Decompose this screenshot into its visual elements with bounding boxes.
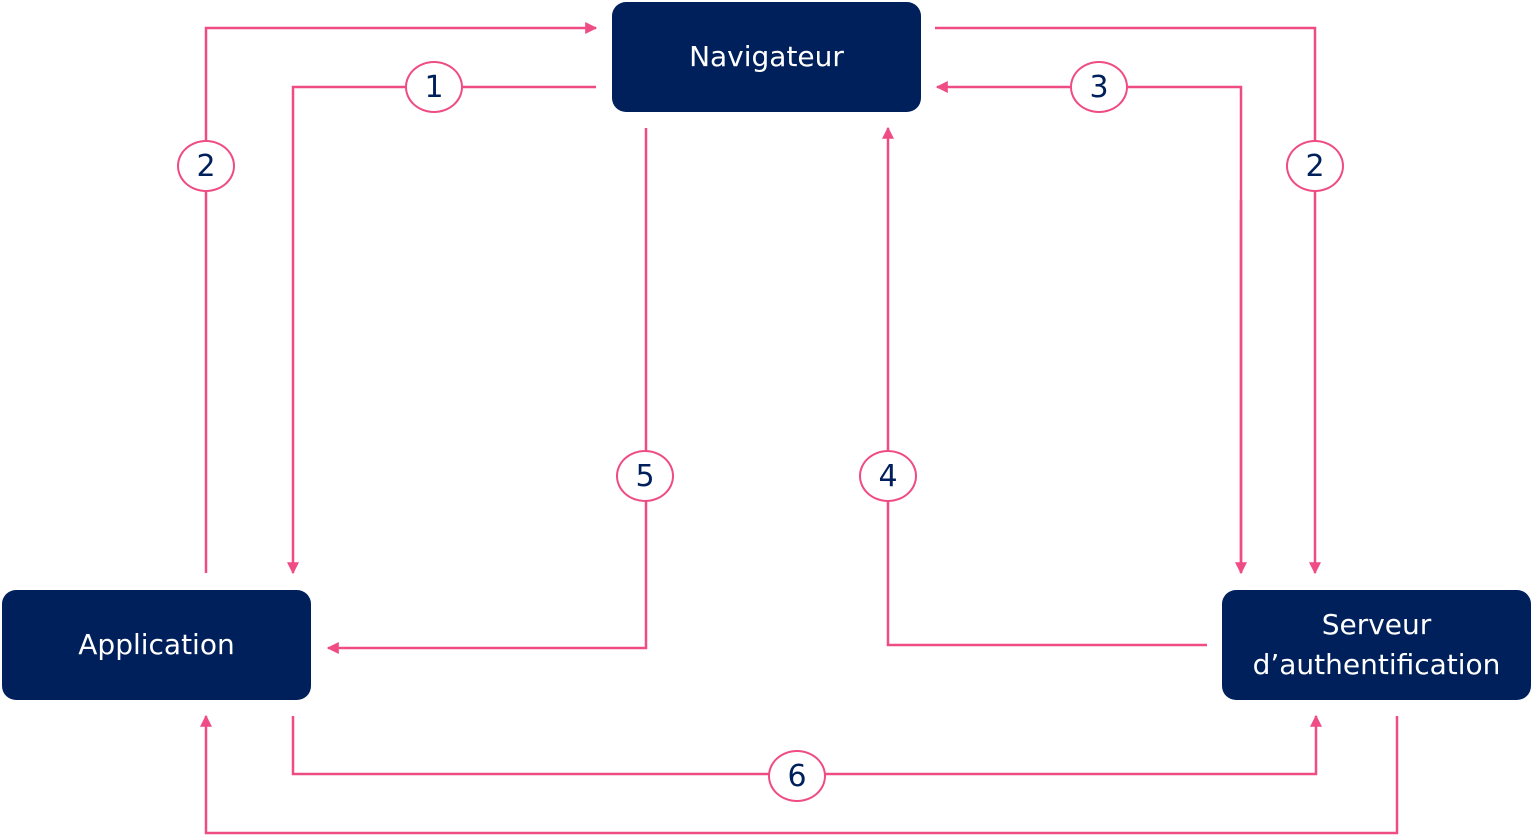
step-badge-2-left: 2 xyxy=(177,140,235,192)
navigateur-label: Navigateur xyxy=(689,40,844,73)
step-badge-1: 1 xyxy=(405,61,463,113)
serveur-node: Serveur d’authentification xyxy=(1222,590,1531,700)
step-badge-6: 6 xyxy=(768,750,826,802)
arrow-step-1 xyxy=(287,85,596,575)
arrow-return-serveur-application xyxy=(200,714,1399,835)
navigateur-node: Navigateur xyxy=(612,2,921,112)
arrow-step-3 xyxy=(935,81,1243,573)
arrow-step-5 xyxy=(326,128,648,654)
arrow-step-2-right xyxy=(935,26,1321,575)
arrow-step-4 xyxy=(882,126,1207,647)
application-node: Application xyxy=(2,590,311,700)
application-label: Application xyxy=(78,628,235,661)
step-badge-4: 4 xyxy=(859,450,917,502)
step-badge-5: 5 xyxy=(616,450,674,502)
step-badge-2-right: 2 xyxy=(1286,140,1344,192)
arrow-step-2-left xyxy=(204,22,598,573)
serveur-label-line2: d’authentification xyxy=(1252,648,1501,681)
serveur-label-line1: Serveur xyxy=(1321,608,1432,641)
step-badge-3: 3 xyxy=(1070,61,1128,113)
